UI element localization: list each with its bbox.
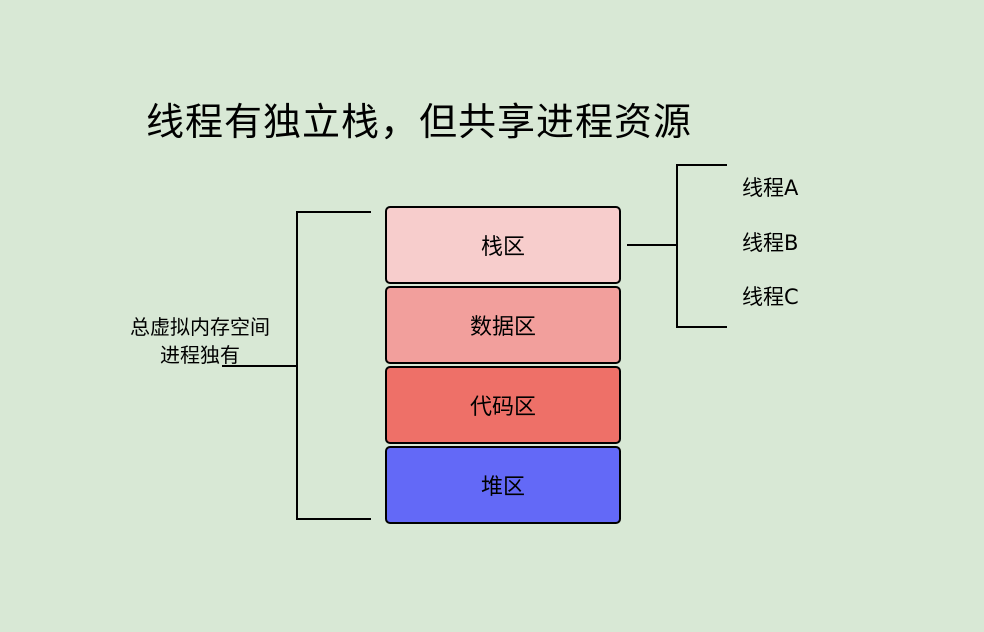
thread-c-label: 线程C bbox=[742, 285, 799, 309]
right-bracket-top-tick bbox=[676, 164, 727, 166]
diagram-title: 线程有独立栈，但共享进程资源 bbox=[146, 100, 693, 144]
left-bracket-pointer bbox=[222, 365, 298, 367]
data-region: 数据区 bbox=[385, 286, 621, 364]
code-region-label: 代码区 bbox=[469, 395, 536, 420]
virtual-memory-label-line1: 总虚拟内存空间 bbox=[130, 315, 270, 339]
virtual-memory-label-line2: 进程独有 bbox=[160, 343, 240, 367]
right-bracket-vertical bbox=[676, 164, 678, 328]
right-bracket-bottom-tick bbox=[676, 326, 727, 328]
left-bracket-bottom-tick bbox=[296, 518, 371, 520]
right-bracket-pointer bbox=[627, 244, 678, 246]
stack-region: 栈区 bbox=[385, 206, 621, 284]
stack-region-label: 栈区 bbox=[480, 235, 525, 260]
code-region: 代码区 bbox=[385, 366, 621, 444]
thread-a-label: 线程A bbox=[742, 176, 799, 200]
virtual-memory-label: 总虚拟内存空间 进程独有 bbox=[108, 313, 292, 369]
data-region-label: 数据区 bbox=[469, 315, 536, 340]
left-bracket-top-tick bbox=[296, 211, 371, 213]
heap-region-label: 堆区 bbox=[480, 475, 525, 500]
heap-region: 堆区 bbox=[385, 446, 621, 524]
thread-b-label: 线程B bbox=[742, 231, 799, 255]
